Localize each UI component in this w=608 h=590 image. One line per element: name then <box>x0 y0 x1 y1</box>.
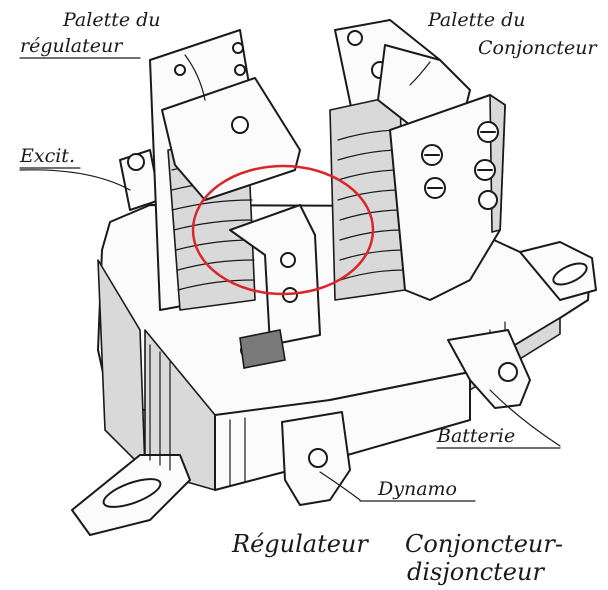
caption-conjoncteur-line2: disjoncteur <box>407 558 545 586</box>
regulator-relay <box>149 29 321 369</box>
palette-regulateur <box>161 77 301 201</box>
terminal-dynamo <box>281 411 351 506</box>
terminal-batterie <box>447 329 531 409</box>
label-palette-regulateur-line1: Palette du <box>62 9 161 31</box>
caption-conjoncteur-line1: Conjoncteur- <box>405 530 563 558</box>
label-palette-conjoncteur-line1: Palette du <box>427 9 526 31</box>
label-dynamo: Dynamo <box>377 478 457 500</box>
caption-regulateur: Régulateur <box>231 530 369 558</box>
highlight-circle <box>191 164 375 296</box>
label-palette-regulateur-line2: régulateur <box>20 35 124 57</box>
leader-lines <box>19 54 561 501</box>
label-batterie: Batterie <box>436 425 515 447</box>
conjoncteur-relay <box>329 19 506 301</box>
label-palette-conjoncteur-line2: Conjoncteur <box>478 37 599 59</box>
label-excit: Excit. <box>19 145 75 167</box>
